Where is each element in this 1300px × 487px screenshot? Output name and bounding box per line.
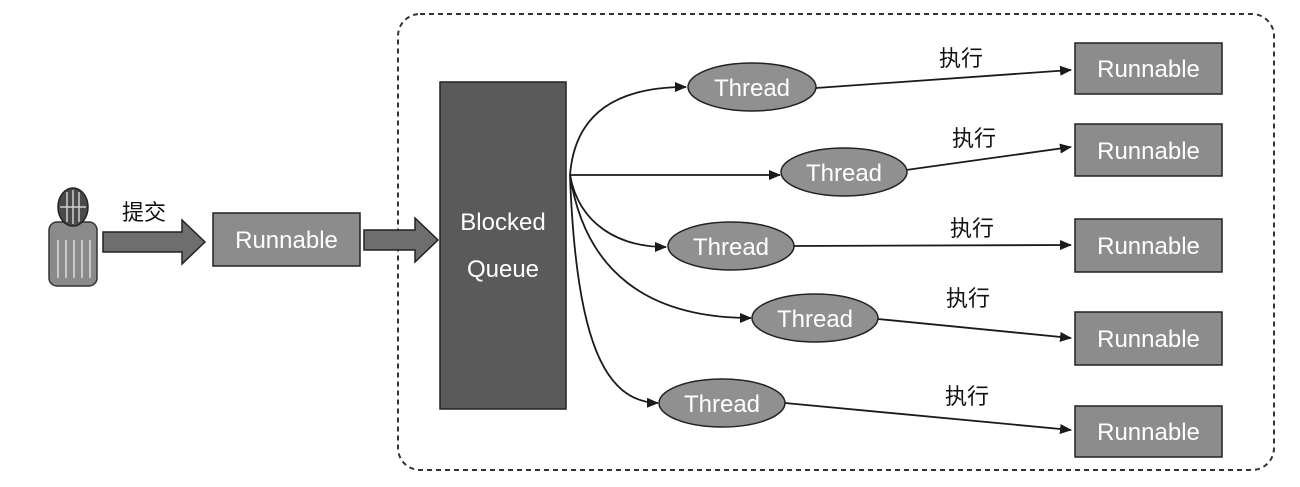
enqueue-arrow [363,216,440,264]
dispatch-arrow-5 [569,174,659,408]
thread-row-5: Thread 执行 Runnable [658,378,1223,458]
runnable-3-box [1074,218,1223,273]
runnable-5-box [1074,405,1223,458]
thread-5-label: Thread [684,391,760,418]
thread-4-node [751,293,879,343]
execute-label-2: 执行 [952,127,996,152]
thread-4-label: Thread [777,306,853,333]
runnable-1-box [1074,42,1223,95]
runnable-4-box [1074,311,1223,366]
thread-2-node [780,147,908,197]
thread-1-label: Thread [714,75,790,102]
submit-arrow [102,218,207,266]
blocked-queue-line1: Blocked [460,209,545,236]
runnable-2-label: Runnable [1097,138,1200,165]
thread-row-2: Thread 执行 Runnable [780,123,1223,197]
execute-arrow-4 [877,318,1072,342]
execute-arrow-1 [815,65,1072,89]
dispatch-arrow-4 [569,174,752,323]
execute-label-5: 执行 [945,385,989,410]
execute-label-3: 执行 [950,217,994,242]
dispatch-arrows [569,82,781,408]
runnable-task-label: Runnable [235,227,338,254]
blocked-queue-box [439,81,567,410]
execute-arrow-3 [792,240,1072,251]
runnable-task-box [212,212,361,267]
runnable-2-box [1074,123,1223,177]
thread-3-node [667,221,795,271]
submit-label: 提交 [122,201,166,226]
execute-arrow-2 [905,143,1072,171]
thread-row-3: Thread 执行 Runnable [667,217,1223,273]
user-icon [48,187,98,287]
thread-2-label: Thread [806,160,882,187]
dispatch-arrow-3 [569,174,667,252]
thread-1-node [687,62,817,112]
runnable-5-label: Runnable [1097,419,1200,446]
execute-arrow-5 [784,402,1072,434]
thread-row-4: Thread 执行 Runnable [751,287,1223,366]
runnable-4-label: Runnable [1097,326,1200,353]
blocked-queue-line2: Queue [467,256,539,283]
execute-arrows [784,65,1072,434]
runnable-1-label: Runnable [1097,56,1200,83]
dispatch-arrow-1 [569,82,687,176]
runnable-3-label: Runnable [1097,233,1200,260]
thread-row-1: Thread 执行 Runnable [687,42,1223,112]
execute-label-1: 执行 [939,47,983,72]
thread-3-label: Thread [693,234,769,261]
thread-5-node [658,378,786,428]
execute-label-4: 执行 [946,287,990,312]
